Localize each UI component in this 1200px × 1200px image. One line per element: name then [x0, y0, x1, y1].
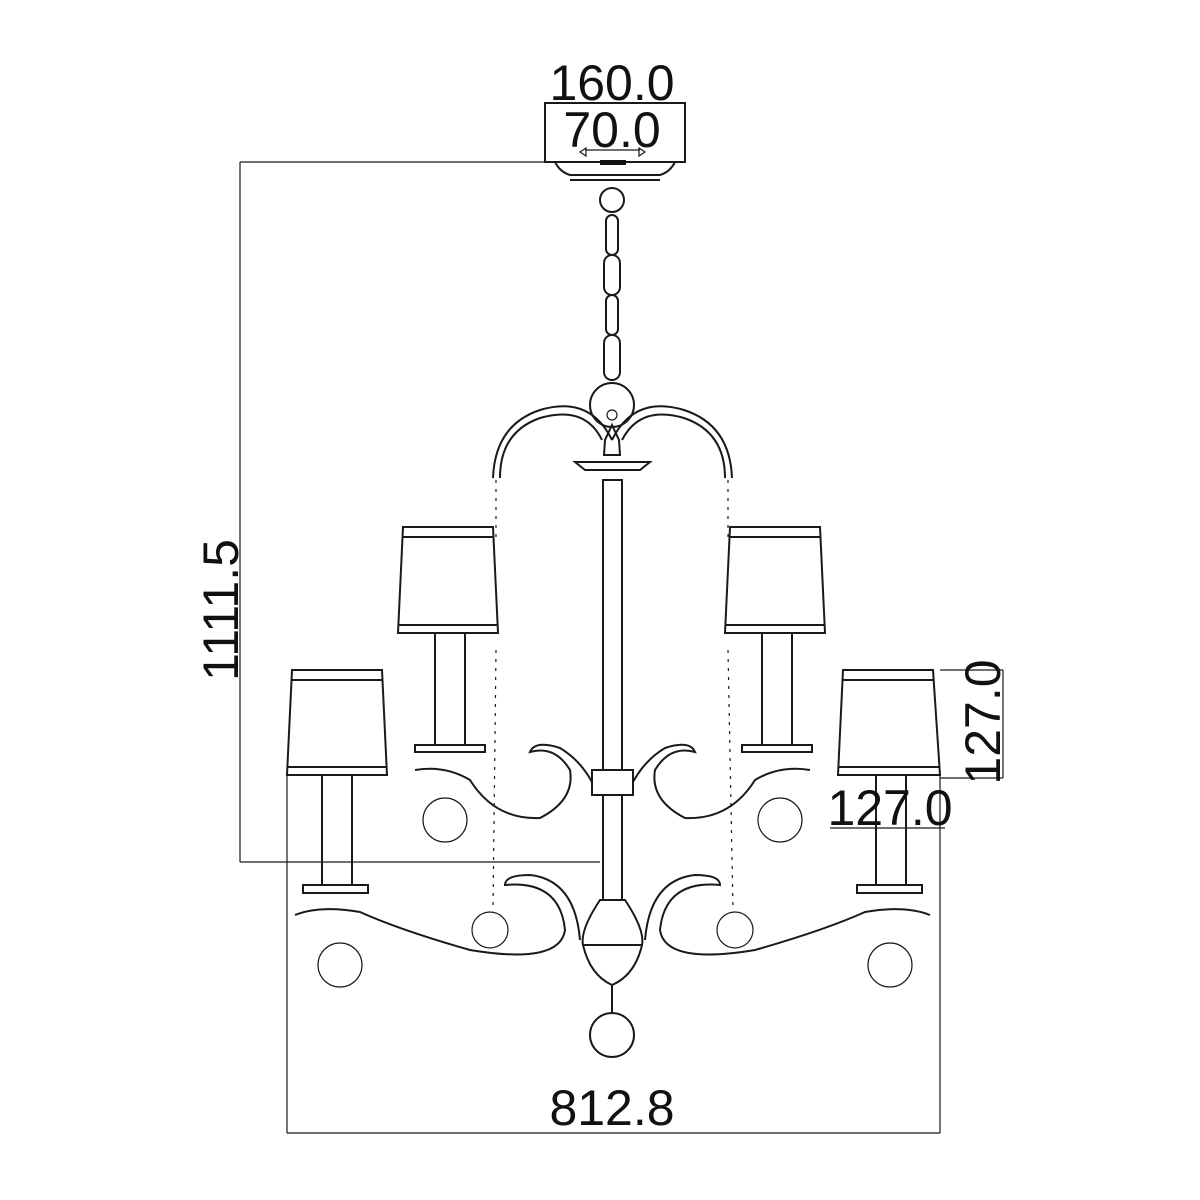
- canopy-width-label: 160.0: [549, 55, 674, 111]
- shade-height-label: 127.0: [955, 659, 1011, 784]
- crystal-drops: [471, 911, 754, 949]
- lamp-lower-left: [285, 669, 389, 988]
- ceiling-canopy: [544, 102, 686, 181]
- middle-arms: [414, 743, 811, 820]
- lamp-upper-left: [396, 526, 500, 843]
- lower-arms: [294, 873, 931, 956]
- shade-width-label: 127.0: [827, 780, 952, 836]
- canopy-height-label: 70.0: [563, 102, 660, 158]
- crystal-strands: [492, 480, 734, 911]
- chain: [589, 187, 635, 428]
- overall-width-label: 812.8: [549, 1080, 674, 1136]
- lamp-lower-right: [836, 669, 942, 988]
- overall-height-label: 1111.5: [193, 539, 249, 681]
- top-arms: [492, 405, 733, 479]
- center-stem: [581, 479, 644, 1058]
- lamp-upper-right: [723, 526, 827, 843]
- dimension-lines: [239, 161, 1004, 1134]
